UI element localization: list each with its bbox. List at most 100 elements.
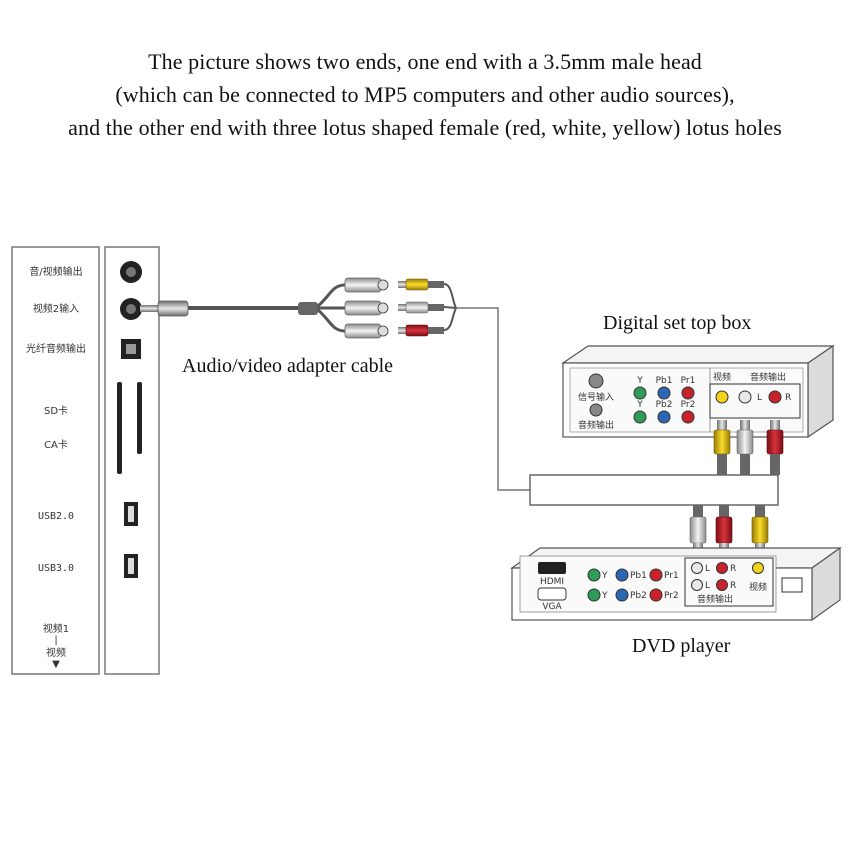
cable-run: [456, 307, 530, 491]
dvd-audio-l1-jack: [691, 562, 703, 574]
caption-line-2: (which can be connected to MP5 computers…: [115, 82, 735, 107]
dvd-audio-out-label: 音频输出: [697, 593, 733, 605]
tv-label-sep: |: [54, 635, 57, 646]
ca-slot: [137, 382, 142, 454]
usb2-port-inner: [128, 506, 134, 522]
stb-audio-jack: [589, 403, 603, 417]
female-rca-white-2: [344, 300, 382, 316]
caption-line-3: and the other end with three lotus shape…: [68, 115, 782, 140]
tv-label-usb2: USB2.0: [38, 511, 74, 522]
dvd-hdmi-port: [538, 562, 566, 574]
stb-video-jack: [715, 390, 729, 404]
cable-junction-bar: [529, 474, 779, 506]
stb-y2-label: Y: [636, 400, 643, 410]
dvd-y1-jack: [587, 568, 601, 582]
stb-audio-r-jack: [768, 390, 782, 404]
dvd-pb1-label: Pb1: [630, 571, 647, 581]
female-rca-white-3-ring: [377, 325, 389, 337]
stb-audio-out-hdr: 音频输出: [750, 371, 786, 383]
female-rca-white-2-ring: [377, 302, 389, 314]
tv-label-optical-out: 光纤音频输出: [26, 342, 86, 355]
stb-l-label: L: [757, 393, 762, 403]
dvd-l2-label: L: [705, 581, 710, 591]
tv-label-ca: CA卡: [44, 438, 68, 451]
cable-label: Audio/video adapter cable: [182, 355, 393, 377]
usb3-port-inner: [128, 558, 134, 574]
tv-label-av-out: 音/视频输出: [29, 265, 82, 278]
dvd-pb2-jack: [615, 588, 629, 602]
dvd-video-label: 视频: [749, 581, 767, 593]
stb-video-label: 视频: [713, 371, 731, 383]
tv-label-arrow: ▼: [52, 659, 60, 670]
stb-signal-in-label: 信号输入: [578, 391, 614, 403]
stb-plug-yellow: [713, 420, 731, 475]
dvd-pr2-label: Pr2: [664, 591, 679, 601]
male-rca-white: [398, 301, 444, 314]
dvd-y2-jack: [587, 588, 601, 602]
stb-pr1-label: Pr1: [681, 376, 696, 386]
tv-label-video2-in: 视频2输入: [33, 302, 79, 315]
stb-plug-white: [736, 420, 754, 475]
stb-y1-jack: [633, 386, 647, 400]
dvd-r1-label: R: [730, 564, 736, 574]
stb-audio-l-jack: [738, 390, 752, 404]
dvd-vga-label: VGA: [542, 602, 562, 612]
set-top-box: 信号输入 音频输出 Y Pb1 Pr1 Y Pb2 Pr2 视频 音频输出 L …: [561, 344, 835, 439]
video2-in-jack-hole: [126, 304, 136, 314]
dvd-label: DVD player: [632, 635, 731, 657]
stb-plug-red: [766, 420, 784, 475]
tv-label-video1: 视频1: [43, 622, 69, 635]
stb-pr2-label: Pr2: [681, 400, 696, 410]
cable-splitter: [298, 302, 318, 315]
stb-pb1-jack: [657, 386, 671, 400]
stb-plugs: [713, 420, 784, 475]
male-rca-yellow: [398, 278, 444, 291]
stb-label: Digital set top box: [603, 312, 751, 334]
av-out-jack-hole: [126, 267, 136, 277]
dvd-pr1-label: Pr1: [664, 571, 679, 581]
stb-av-out-box: [709, 383, 801, 419]
stb-pb1-label: Pb1: [656, 376, 673, 386]
tv-label-strip: [11, 246, 100, 675]
tv-label-sd: SD卡: [44, 404, 68, 417]
dvd-video-jack: [752, 562, 764, 574]
dvd-pb2-label: Pb2: [630, 591, 647, 601]
caption-line-1: The picture shows two ends, one end with…: [148, 49, 702, 74]
stb-pb2-jack: [657, 410, 671, 424]
dvd-y1-label: Y: [601, 571, 608, 581]
dvd-hdmi-label: HDMI: [540, 577, 564, 587]
dvd-pb1-jack: [615, 568, 629, 582]
stb-pr2-jack: [681, 410, 695, 424]
cable-branch-bottom: [317, 308, 346, 333]
sd-slot: [117, 382, 122, 474]
tv-label-video: 视频: [46, 646, 66, 659]
stb-r-label: R: [785, 393, 791, 403]
female-rca-white-3: [344, 323, 382, 339]
female-rca-white: [344, 277, 382, 293]
stb-top: [561, 345, 835, 364]
dvd-r2-label: R: [730, 581, 736, 591]
dvd-av-out-box: [684, 557, 774, 607]
dvd-y2-label: Y: [601, 591, 608, 601]
dvd-audio-r2-jack: [716, 579, 728, 591]
trs-plug-body: [157, 300, 189, 317]
stb-pb2-label: Pb2: [656, 400, 673, 410]
stb-audio-out-label: 音频输出: [578, 419, 614, 431]
dvd-power-socket: [781, 577, 803, 593]
stb-pr1-jack: [681, 386, 695, 400]
female-rca-white-ring: [377, 279, 389, 291]
dvd-audio-r1-jack: [716, 562, 728, 574]
trs-plug-tip: [140, 305, 158, 312]
dvd-player: HDMI VGA Y Pb1 Pr1 Y Pb2 Pr2 L R L R 视频 …: [510, 546, 842, 622]
dvd-audio-l2-jack: [691, 579, 703, 591]
dvd-vga-port: [537, 587, 567, 601]
optical-port-inner: [126, 344, 136, 354]
stb-y2-jack: [633, 410, 647, 424]
dvd-l1-label: L: [705, 564, 710, 574]
cable-branch-top: [317, 283, 346, 308]
dvd-pr1-jack: [649, 568, 663, 582]
tv-label-usb3: USB3.0: [38, 563, 74, 574]
dvd-pr2-jack: [649, 588, 663, 602]
stb-y1-label: Y: [636, 376, 643, 386]
